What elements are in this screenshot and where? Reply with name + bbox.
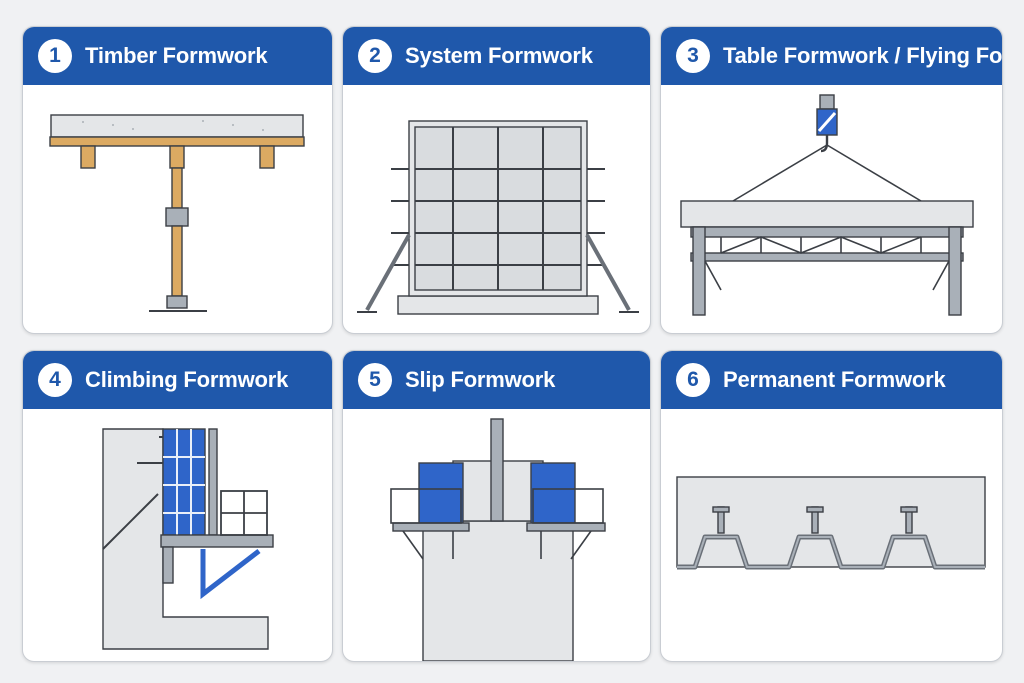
card-title: Timber Formwork <box>85 43 268 68</box>
card-title: Permanent Formwork <box>723 367 946 392</box>
card-timber-formwork: 1 Timber Formwork <box>22 26 333 334</box>
permanent-formwork-illustration <box>661 409 1002 661</box>
table-formwork-illustration <box>661 85 1002 333</box>
card-number-badge: 4 <box>38 363 72 397</box>
card-title: Table Formwork / Flying Form <box>723 43 1003 68</box>
card-system-formwork: 2 System Formwork <box>342 26 651 334</box>
card-header: 2 System Formwork <box>343 27 650 85</box>
card-title: System Formwork <box>405 43 593 68</box>
card-number-badge: 6 <box>676 363 710 397</box>
card-header: 5 Slip Formwork <box>343 351 650 409</box>
card-number-badge: 5 <box>358 363 392 397</box>
card-header: 6 Permanent Formwork <box>661 351 1002 409</box>
card-title: Slip Formwork <box>405 367 556 392</box>
system-formwork-illustration <box>343 85 650 333</box>
card-title: Climbing Formwork <box>85 367 289 392</box>
card-number-badge: 2 <box>358 39 392 73</box>
card-climbing-formwork: 4 Climbing Formwork <box>22 350 333 662</box>
card-slip-formwork: 5 Slip Formwork <box>342 350 651 662</box>
climbing-formwork-illustration <box>23 409 332 661</box>
card-permanent-formwork: 6 Permanent Formwork <box>660 350 1003 662</box>
card-header: 3 Table Formwork / Flying Form <box>661 27 1002 85</box>
slip-formwork-illustration <box>343 409 650 661</box>
card-header: 4 Climbing Formwork <box>23 351 332 409</box>
card-number-badge: 3 <box>676 39 710 73</box>
card-number-badge: 1 <box>38 39 72 73</box>
card-header: 1 Timber Formwork <box>23 27 332 85</box>
timber-formwork-illustration <box>23 85 332 333</box>
card-table-formwork: 3 Table Formwork / Flying Form <box>660 26 1003 334</box>
